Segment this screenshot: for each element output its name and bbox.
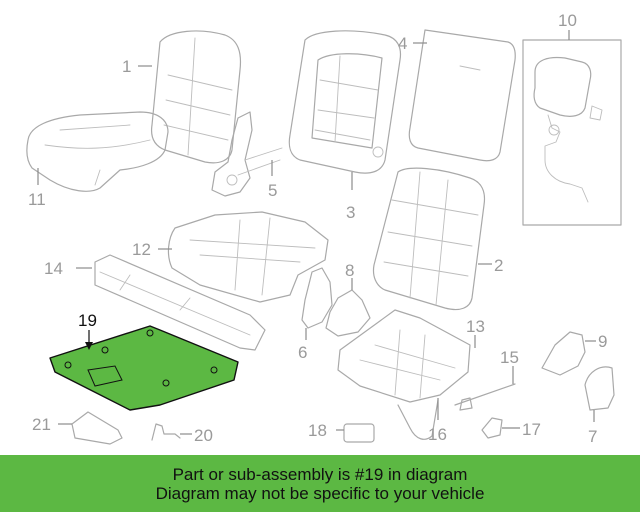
footer-banner: Part or sub-assembly is #19 in diagram D… [0,455,640,512]
callout-6: 6 [298,343,307,362]
part-20-wire-clip[interactable]: 20 [151,423,213,445]
callout-20: 20 [194,426,213,445]
callout-5: 5 [268,181,277,200]
callout-4: 4 [398,34,407,53]
part-17-clip[interactable]: 17 [481,417,541,439]
part-21-track-end-bracket[interactable]: 21 [32,411,123,445]
callout-19: 19 [78,311,97,330]
callout-1: 1 [122,57,131,76]
callout-3: 3 [346,203,355,222]
part-6-side-bracket[interactable]: 6 [298,267,333,362]
part-14-seat-track[interactable]: 14 [44,254,266,351]
part-13-seat-pan[interactable]: 13 [337,309,485,403]
parts-diagram: 1 11 5 3 4 10 [26,11,622,446]
callout-15: 15 [500,348,519,367]
part-19-highlighted-cover[interactable]: 19 [49,311,239,411]
callout-14: 14 [44,259,63,278]
part-18-switch[interactable]: 18 [308,421,375,443]
callout-13: 13 [466,317,485,336]
callout-10: 10 [558,11,577,30]
part-15-release-cable[interactable]: 15 [454,348,519,411]
part-7-end-cover[interactable]: 7 [584,366,615,446]
part-9-side-trim[interactable]: 9 [541,331,607,376]
callout-21: 21 [32,415,51,434]
part-2-seat-back-cushion[interactable]: 2 [372,167,503,311]
footer-line-1: Part or sub-assembly is #19 in diagram [172,464,468,484]
callout-2: 2 [494,256,503,275]
callout-12: 12 [132,240,151,259]
part-1-seat-back-cushion[interactable]: 1 [122,30,242,164]
callout-17: 17 [522,420,541,439]
part-3-seat-back-frame[interactable]: 3 [288,30,402,222]
part-5-recliner-bracket[interactable]: 5 [211,111,283,200]
callout-9: 9 [598,332,607,351]
callout-7: 7 [588,427,597,446]
part-11-seat-cushion[interactable]: 11 [26,111,169,209]
callout-8: 8 [345,261,354,280]
part-12-seat-cushion-frame[interactable]: 12 [132,211,329,303]
callout-18: 18 [308,421,327,440]
callout-16: 16 [428,425,447,444]
part-16-cable[interactable]: 16 [397,398,447,444]
callout-11: 11 [28,190,46,209]
footer-line-2: Diagram may not be specific to your vehi… [155,483,485,503]
part-8-hinge-bracket[interactable]: 8 [325,261,371,337]
part-10-headrest-assembly[interactable]: 10 [522,11,622,226]
part-4-seat-back-panel[interactable]: 4 [398,29,516,162]
